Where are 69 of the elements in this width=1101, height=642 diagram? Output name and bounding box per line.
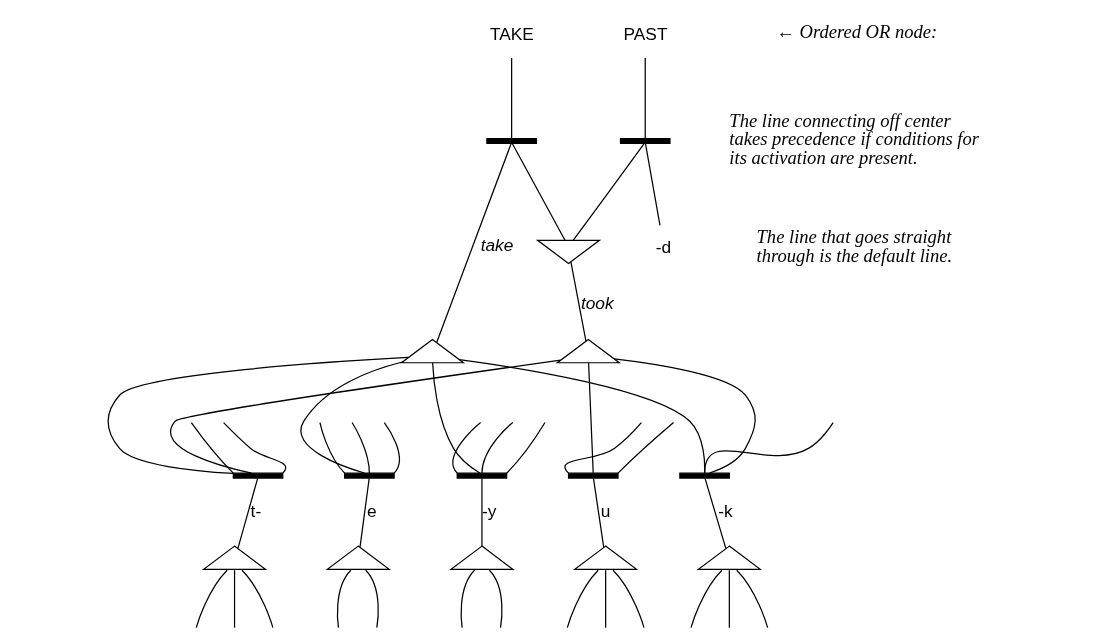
connector bbox=[318, 421, 345, 474]
connector bbox=[587, 362, 594, 474]
label: ← Ordered OR node: bbox=[775, 21, 937, 43]
connector bbox=[480, 477, 483, 547]
connector bbox=[195, 569, 228, 629]
connector bbox=[510, 57, 512, 140]
connector bbox=[613, 358, 756, 474]
node-bracket bbox=[456, 472, 507, 479]
node-bracket bbox=[567, 472, 619, 479]
node-triangle bbox=[448, 545, 515, 570]
connector bbox=[190, 421, 234, 474]
connector bbox=[644, 143, 661, 227]
connector bbox=[364, 569, 379, 629]
connector bbox=[569, 261, 587, 342]
edge-label: take bbox=[480, 235, 513, 256]
connector bbox=[703, 422, 834, 474]
connector bbox=[611, 569, 645, 629]
connector bbox=[431, 362, 480, 474]
connector bbox=[460, 569, 475, 629]
connector bbox=[451, 421, 481, 474]
connector bbox=[488, 569, 503, 629]
connector bbox=[358, 477, 370, 548]
connector bbox=[604, 569, 606, 629]
connector bbox=[169, 359, 561, 474]
node-triangle bbox=[696, 545, 762, 570]
connector bbox=[458, 358, 705, 474]
node-bracket bbox=[619, 137, 671, 145]
connector bbox=[480, 421, 513, 474]
node-triangle bbox=[555, 338, 621, 364]
edge-label: -k bbox=[717, 500, 733, 521]
node-triangle bbox=[572, 545, 638, 570]
edge-label: e bbox=[366, 500, 377, 521]
connector bbox=[735, 569, 768, 629]
connector bbox=[236, 477, 258, 550]
connector bbox=[300, 361, 403, 474]
node-invtriangle bbox=[535, 239, 601, 265]
connector bbox=[240, 569, 273, 629]
node-bracket bbox=[232, 472, 283, 479]
edge-label: t- bbox=[250, 500, 261, 521]
node-bracket bbox=[343, 472, 395, 479]
connector bbox=[435, 143, 512, 343]
node-triangle bbox=[399, 338, 465, 364]
node-text: -d bbox=[655, 236, 671, 257]
edge-label: u bbox=[600, 500, 610, 521]
node-bracket bbox=[678, 472, 730, 479]
connector bbox=[106, 356, 409, 474]
connector bbox=[703, 477, 726, 550]
connector bbox=[616, 421, 674, 474]
connector bbox=[592, 477, 604, 549]
connector bbox=[511, 143, 566, 241]
connector bbox=[233, 569, 235, 629]
node-triangle bbox=[324, 545, 391, 570]
connector bbox=[644, 57, 646, 140]
connector bbox=[383, 421, 400, 474]
connector bbox=[566, 569, 599, 629]
node-bracket bbox=[485, 137, 537, 145]
edge-label: took bbox=[580, 292, 614, 313]
connector bbox=[222, 422, 286, 474]
node-text: PAST bbox=[623, 23, 667, 44]
connector bbox=[336, 569, 351, 629]
label: The line connecting off center takes precedence if conditions for its activation are present. bbox=[728, 109, 979, 168]
connector bbox=[689, 569, 723, 629]
node-triangle bbox=[201, 545, 267, 570]
connector bbox=[572, 143, 645, 241]
connector bbox=[505, 421, 546, 474]
connector bbox=[351, 421, 370, 474]
label: The line that goes straight through is the default line. bbox=[756, 226, 952, 266]
node-text: TAKE bbox=[489, 23, 534, 44]
connector bbox=[728, 569, 730, 629]
